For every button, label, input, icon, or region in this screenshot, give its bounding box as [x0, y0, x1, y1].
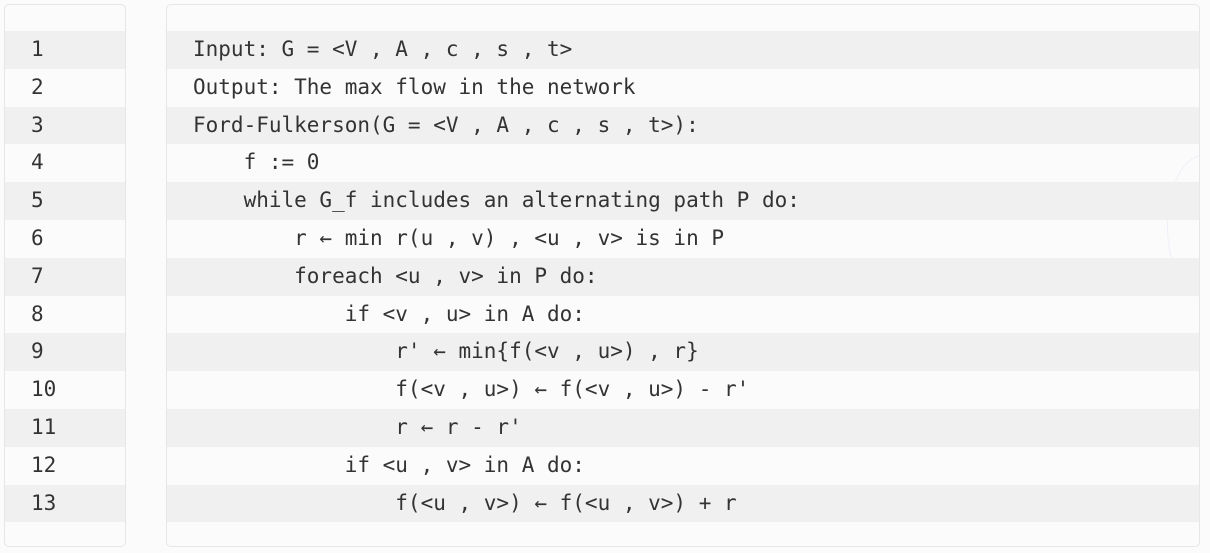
- code-line: while G_f includes an alternating path P…: [167, 182, 1199, 220]
- code-line: Input: G = <V , A , c , s , t>: [167, 31, 1199, 69]
- code-line: if <v , u> in A do:: [193, 301, 585, 326]
- line-number-list: 1 2 3 4 5 6 7 8 9 10 11 12 13: [5, 31, 125, 523]
- code-line: f := 0: [193, 150, 320, 175]
- code-line: if <u , v> in A do:: [193, 452, 585, 477]
- line-number: 1: [5, 31, 125, 69]
- line-number-gutter: 1 2 3 4 5 6 7 8 9 10 11 12 13: [4, 4, 126, 547]
- code-line: r ← r - r': [167, 408, 1199, 447]
- line-number: 3: [5, 106, 125, 145]
- line-number: 9: [5, 333, 125, 372]
- line-number: 7: [5, 257, 125, 296]
- code-line: r ← min r(u , v) , <u , v> is in P: [193, 225, 725, 250]
- line-number: 12: [31, 452, 57, 477]
- line-number: 13: [5, 484, 125, 523]
- line-number: 6: [31, 225, 44, 250]
- code-line: Output: The max flow in the network: [193, 74, 636, 99]
- line-number: 8: [31, 301, 44, 326]
- line-number: 5: [5, 182, 125, 220]
- line-number: 2: [31, 74, 44, 99]
- code-line: foreach <u , v> in P do:: [167, 257, 1199, 296]
- code-line-list: Input: G = <V , A , c , s , t> Output: T…: [167, 31, 1199, 523]
- line-number: 10: [31, 377, 57, 402]
- code-panel[interactable]: Input: G = <V , A , c , s , t> Output: T…: [166, 4, 1200, 547]
- code-line: Ford-Fulkerson(G = <V , A , c , s , t>):: [167, 106, 1199, 145]
- code-line: f(<v , u>) ← f(<v , u>) - r': [193, 377, 750, 402]
- code-line: r' ← min{f(<v , u>) , r}: [167, 333, 1199, 372]
- line-number: 11: [5, 408, 125, 447]
- code-line: f(<u , v>) ← f(<u , v>) + r: [167, 484, 1199, 523]
- line-number: 4: [31, 150, 44, 175]
